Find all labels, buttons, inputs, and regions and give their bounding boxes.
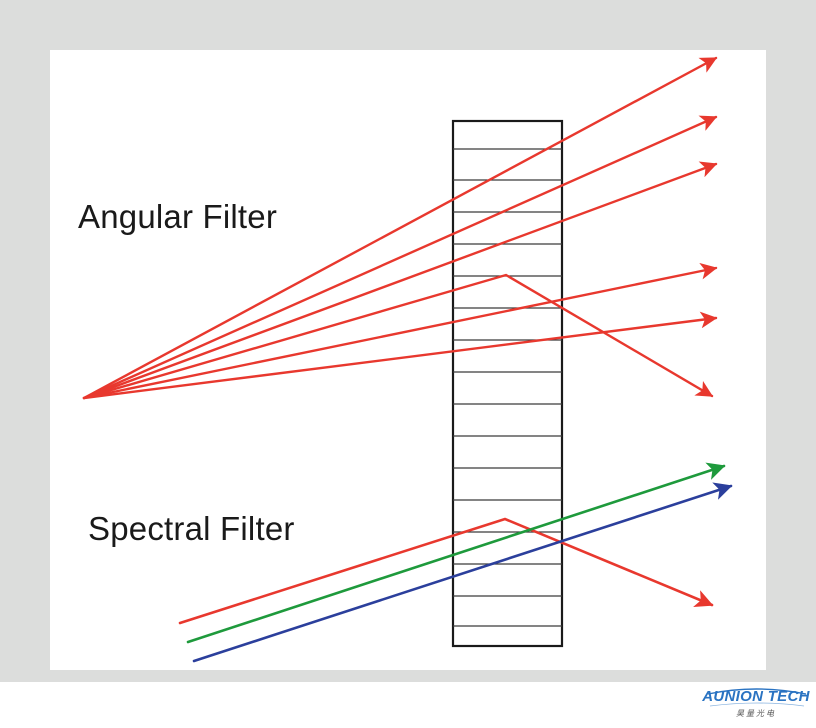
bottom-margin: [0, 682, 816, 728]
spectral-rays: [178, 462, 733, 663]
angular-ray-2: [82, 115, 718, 400]
angular-ray-1: [82, 56, 718, 400]
filter-outline: [451, 119, 564, 648]
logo-text: AUNION TECH: [702, 688, 810, 705]
angular-filter-label: Angular Filter: [78, 198, 278, 235]
spectral-filter-label: Spectral Filter: [88, 510, 295, 547]
angular-rays: [82, 56, 718, 400]
logo-subtext: 昊量光电: [736, 709, 776, 718]
company-logo: AUNION TECH 昊量光电: [702, 686, 810, 722]
angular-ray-3: [82, 161, 718, 400]
spectral-ray-red-reflected: [178, 517, 714, 625]
filter-layers: [453, 148, 562, 627]
angular-ray-reflected: [82, 273, 714, 400]
filter-slab: [451, 119, 564, 648]
angular-ray-5: [82, 311, 718, 400]
spectral-ray-blue: [192, 482, 733, 663]
angular-ray-4: [82, 262, 718, 400]
logo-swoosh-icon: [707, 688, 807, 707]
spectral-ray-green: [186, 462, 726, 644]
